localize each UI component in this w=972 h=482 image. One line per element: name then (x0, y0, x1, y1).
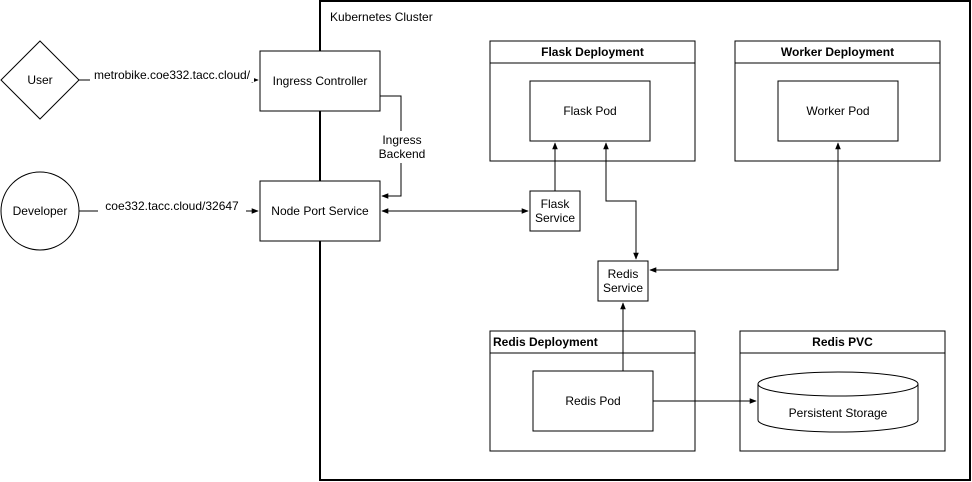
persistent-storage-label: Persistent Storage (788, 406, 888, 420)
flask-service-label: Flask Service (534, 197, 575, 225)
ingress-controller-box (259, 50, 381, 112)
user-url-label: metrobike.coe332.tacc.cloud/ (90, 68, 254, 82)
persistent-storage-cylinder (757, 371, 919, 433)
cluster-title: Kubernetes Cluster (330, 10, 433, 24)
user-label: User (27, 73, 53, 87)
worker-pod-box (777, 80, 899, 142)
flask-deployment-title: Flask Deployment (541, 45, 644, 59)
redis-service-label: Redis Service (602, 267, 643, 295)
flask-pod-label: Flask Pod (563, 104, 617, 118)
redis-deployment-title: Redis Deployment (493, 335, 598, 349)
redis-service-box (597, 260, 649, 302)
worker-pod-label: Worker Pod (806, 104, 870, 118)
developer-url-label: coe332.tacc.cloud/32647 (98, 199, 246, 213)
ingress-controller-label: Ingress Controller (272, 74, 368, 88)
node-port-service-box (259, 180, 381, 242)
flask-pod-box (529, 80, 651, 142)
edge-worker-pod-redis-service (649, 142, 841, 273)
redis-pvc-title: Redis PVC (812, 335, 873, 349)
user-diamond (0, 40, 80, 120)
edge-flask-pod-redis-service (603, 142, 639, 260)
worker-deployment-title: Worker Deployment (780, 45, 895, 59)
redis-pod-label: Redis Pod (565, 394, 621, 408)
node-port-service-label: Node Port Service (271, 204, 369, 218)
ingress-backend-label: Ingress Backend (372, 131, 432, 163)
developer-label: Developer (12, 204, 68, 218)
redis-pod-box (532, 370, 654, 432)
